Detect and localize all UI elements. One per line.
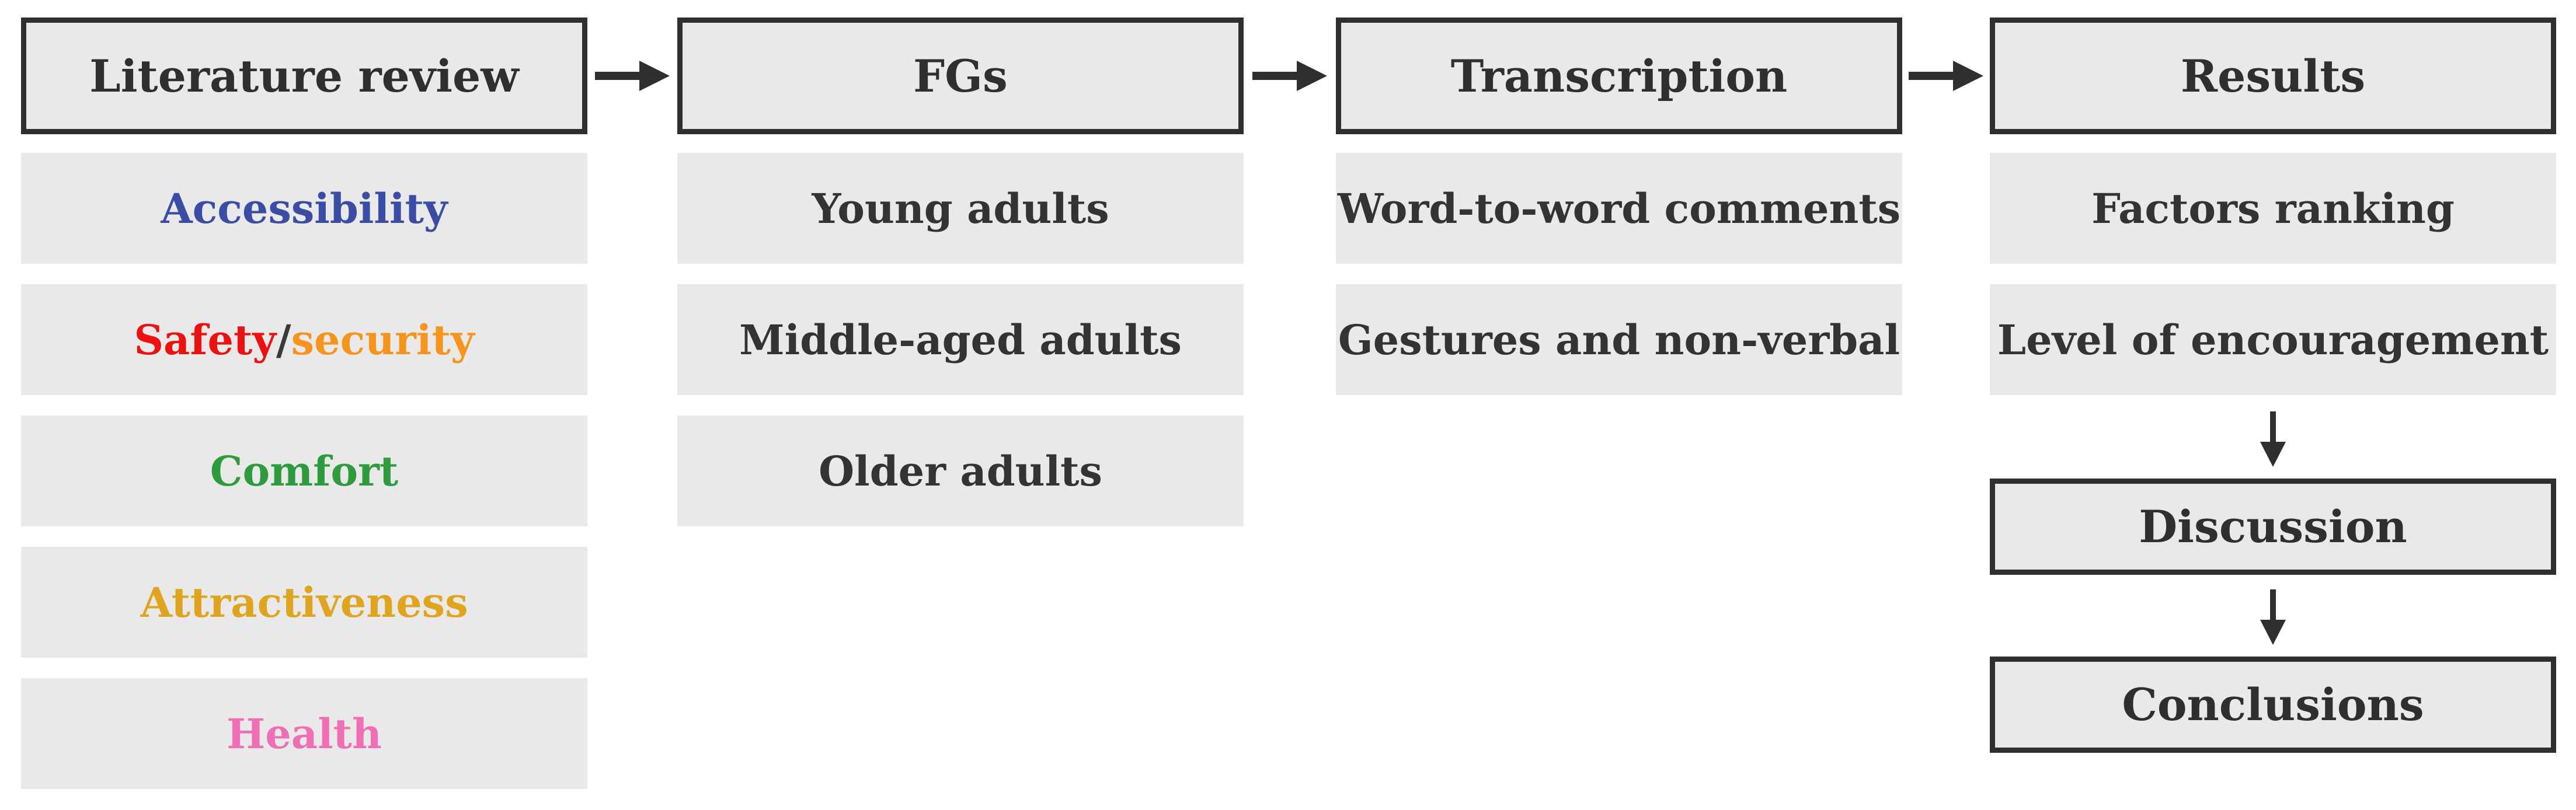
discussion-label: Discussion (2139, 501, 2407, 553)
header-label-results: Results (2180, 50, 2366, 102)
arrow-down-icon (2260, 411, 2286, 467)
item-label-level-of-encouragement: Level of encouragement (1997, 315, 2549, 364)
item-young-adults: Young adults (677, 153, 1244, 264)
header-box-transcription: Transcription (1336, 18, 1902, 134)
item-label-factors-ranking: Factors ranking (2091, 184, 2455, 233)
item-label-gestures-non-verbal: Gestures and non-verbal (1338, 315, 1900, 364)
item-accessibility: Accessibility (21, 153, 587, 264)
header-box-literature-review: Literature review (21, 18, 587, 134)
item-attractiveness: Attractiveness (21, 547, 587, 658)
column-literature-review: Literature review Accessibility Safety/s… (21, 18, 587, 789)
item-level-of-encouragement: Level of encouragement (1990, 284, 2556, 395)
item-label-accessibility: Accessibility (161, 184, 448, 233)
arrow-down-icon (2260, 589, 2286, 645)
item-label-slash: / (276, 315, 291, 364)
item-label-older-adults: Older adults (819, 446, 1102, 495)
item-label-comfort: Comfort (210, 446, 399, 495)
item-health: Health (21, 678, 587, 789)
item-label-young-adults: Young adults (812, 184, 1109, 233)
item-safety-security: Safety/security (21, 284, 587, 395)
item-comfort: Comfort (21, 416, 587, 526)
item-label-attractiveness: Attractiveness (140, 578, 468, 627)
conclusions-box: Conclusions (1990, 657, 2556, 753)
item-label-word-to-word-comments: Word-to-word comments (1337, 184, 1901, 233)
header-box-fgs: FGs (677, 18, 1244, 134)
column-transcription: Transcription Word-to-word comments Gest… (1336, 18, 1902, 395)
header-label-literature-review: Literature review (89, 50, 519, 102)
header-label-fgs: FGs (913, 50, 1008, 102)
item-older-adults: Older adults (677, 416, 1244, 526)
item-factors-ranking: Factors ranking (1990, 153, 2556, 264)
header-label-transcription: Transcription (1450, 50, 1788, 102)
arrow-right-icon (1909, 61, 1983, 91)
item-label-safety: Safety (134, 315, 277, 364)
item-label-middle-aged-adults: Middle-aged adults (739, 315, 1182, 364)
item-gestures-non-verbal: Gestures and non-verbal (1336, 284, 1902, 395)
column-results: Results Factors ranking Level of encoura… (1990, 18, 2556, 753)
discussion-box: Discussion (1990, 479, 2556, 575)
item-middle-aged-adults: Middle-aged adults (677, 284, 1244, 395)
conclusions-label: Conclusions (2122, 679, 2424, 731)
item-word-to-word-comments: Word-to-word comments (1336, 153, 1902, 264)
arrow-right-icon (595, 61, 670, 91)
arrow-right-icon (1252, 61, 1327, 91)
header-box-results: Results (1990, 18, 2556, 134)
column-fgs: FGs Young adults Middle-aged adults Olde… (677, 18, 1244, 526)
item-label-security: security (291, 315, 475, 364)
item-label-health: Health (227, 709, 382, 758)
